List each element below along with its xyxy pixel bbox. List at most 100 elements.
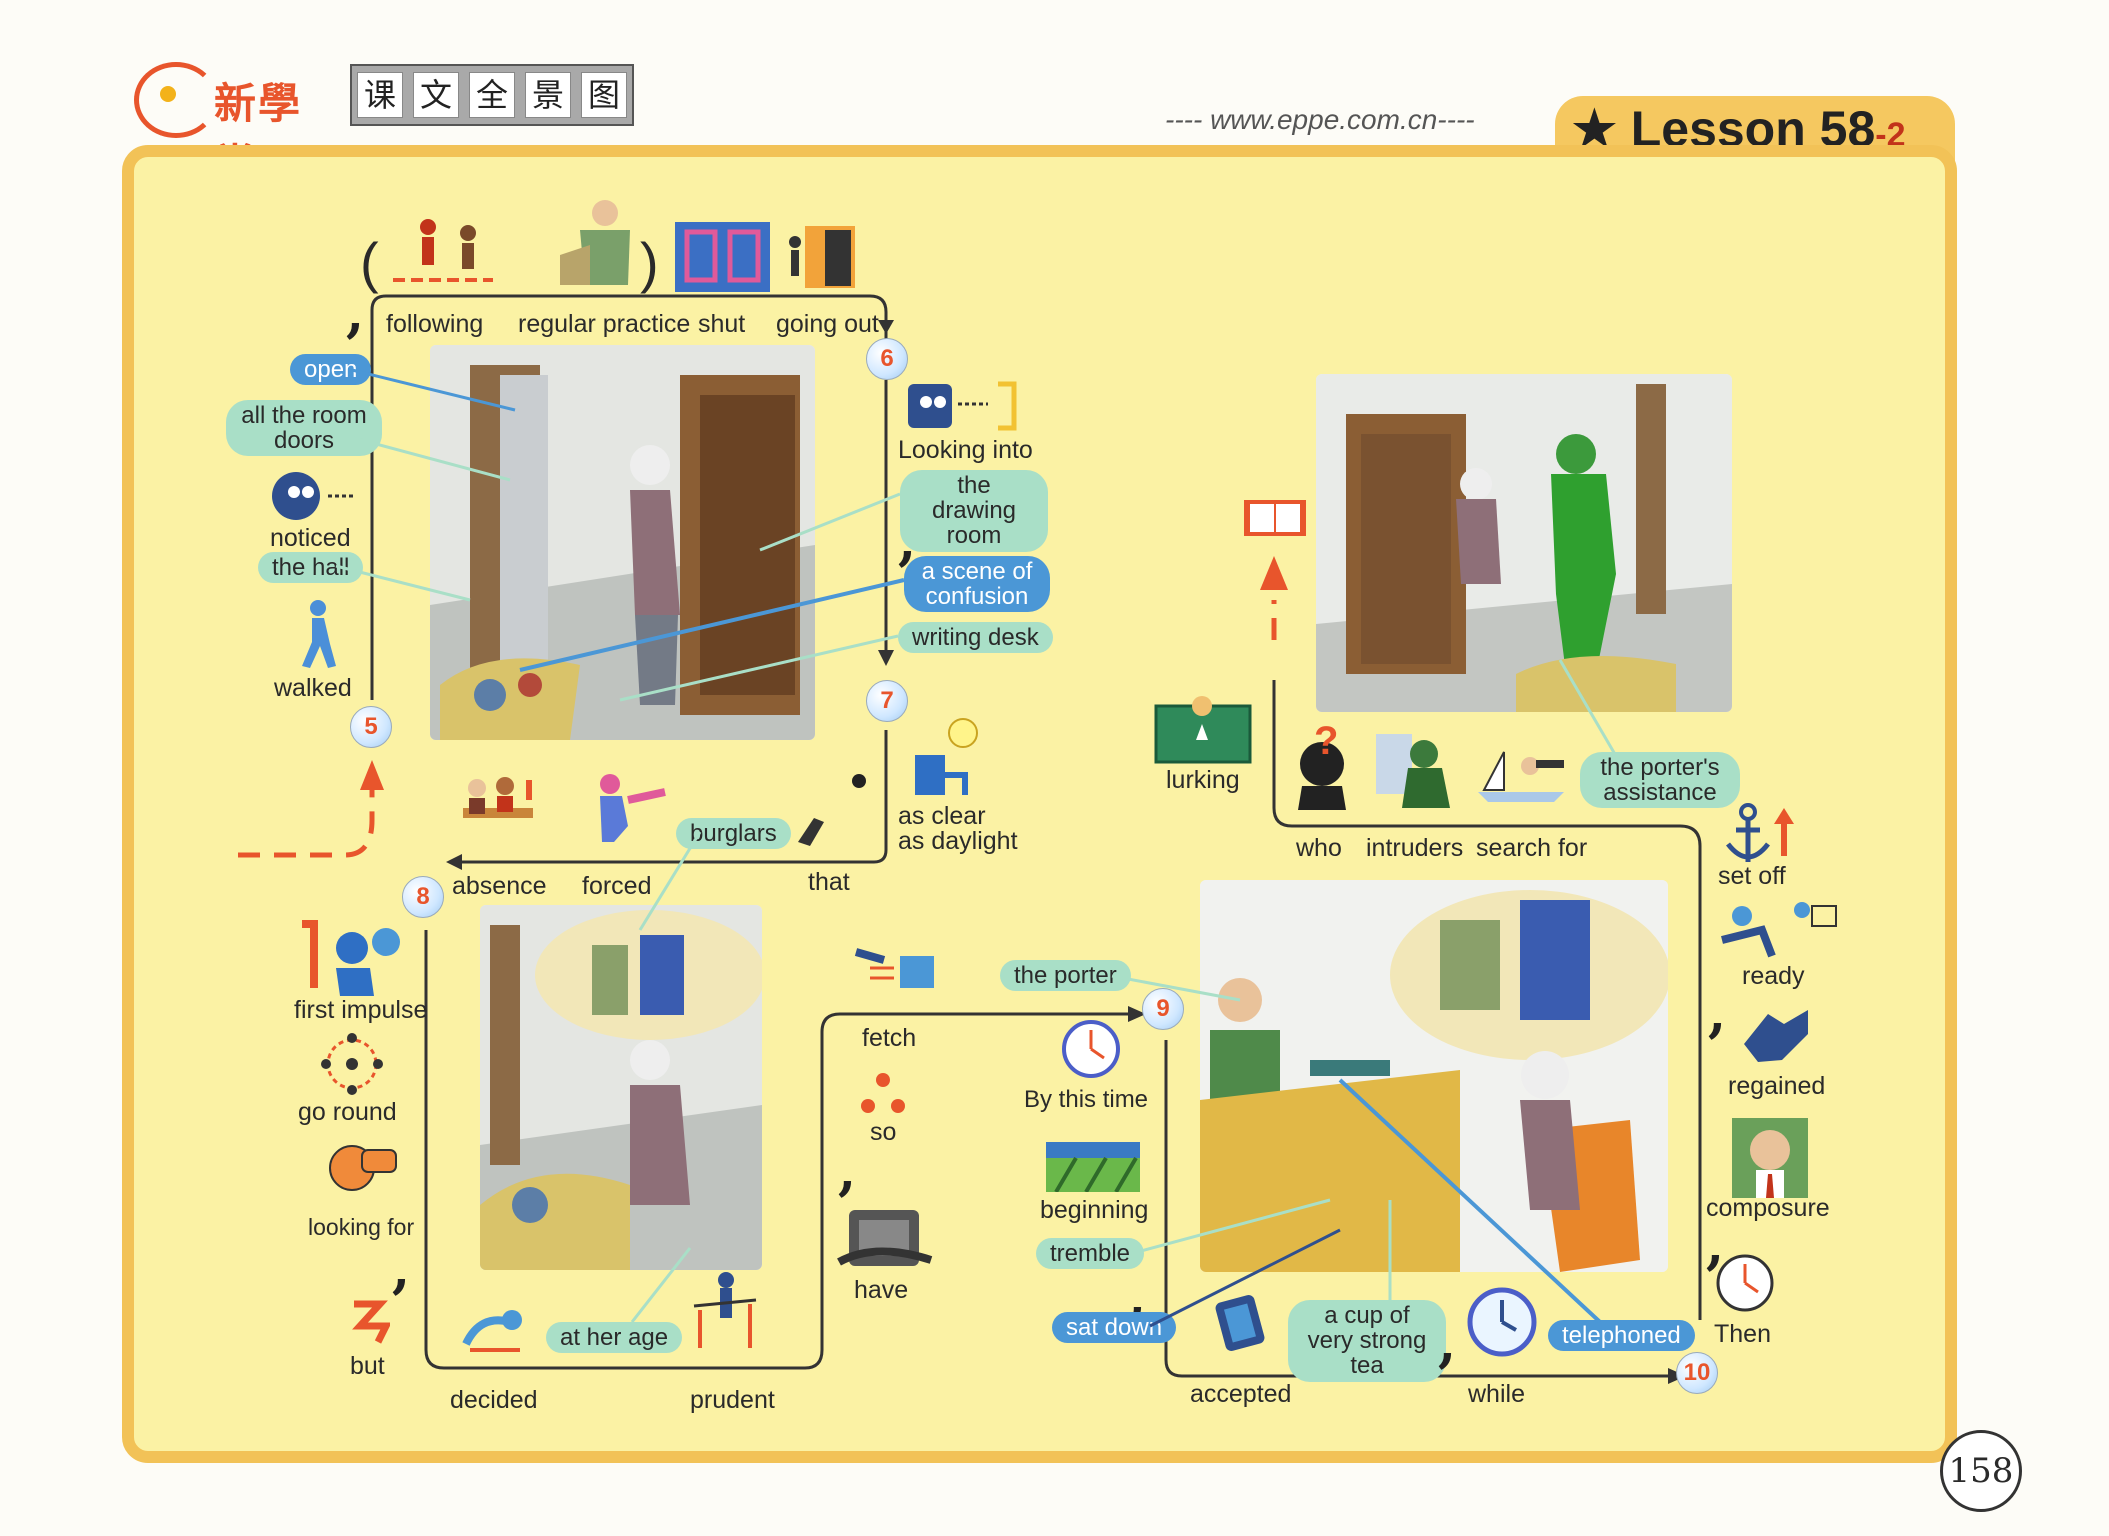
scene3-illustration xyxy=(1200,880,1668,1272)
pill-the-porters-assistance: the porter's assistance xyxy=(1580,752,1740,809)
word-forced: forced xyxy=(582,872,652,900)
pill-the-porter: the porter xyxy=(1000,960,1131,992)
noticed-eye-icon xyxy=(268,470,358,522)
daylight-chair-icon xyxy=(905,715,985,805)
intruders-icon xyxy=(1372,728,1456,810)
pointing-hand-icon xyxy=(794,812,828,848)
marker-6: 6 xyxy=(866,338,908,380)
scene-image-2 xyxy=(480,905,762,1270)
marker-8: 8 xyxy=(402,876,444,918)
word-ready: ready xyxy=(1742,962,1805,990)
pill-a-cup-of-very-strong-tea: a cup of very strong tea xyxy=(1288,1300,1446,1382)
go-round-icon xyxy=(316,1030,388,1098)
pill-sat-down: sat down xyxy=(1052,1312,1177,1344)
book-icon xyxy=(1240,496,1310,540)
scene-image-1 xyxy=(430,345,815,740)
scene1-illustration xyxy=(430,345,815,740)
paren-open: ( xyxy=(360,231,379,294)
comma: , xyxy=(1708,983,1727,1044)
subtitle-char: 图 xyxy=(581,72,627,118)
but-zigzag-icon xyxy=(350,1296,392,1346)
pill-all-the-room-doors: all the room doors xyxy=(226,400,382,457)
going-out-door-icon xyxy=(785,222,860,292)
marker-5: 5 xyxy=(350,706,392,748)
pill-writing-desk: writing desk xyxy=(898,622,1053,654)
comma: , xyxy=(1128,1267,1147,1328)
pill-at-her-age: at her age xyxy=(546,1322,683,1354)
prudent-balance-icon xyxy=(690,1270,760,1350)
word-absence: absence xyxy=(452,872,547,900)
comma: , xyxy=(1706,1215,1725,1276)
dot-icon xyxy=(852,774,866,788)
subtitle-char: 全 xyxy=(469,72,515,118)
so-dots-icon xyxy=(860,1072,906,1118)
marker-10: 10 xyxy=(1676,1352,1718,1394)
word-first-impulse: first impulse xyxy=(294,996,428,1024)
word-shut: shut xyxy=(698,310,746,338)
salute-person-icon xyxy=(550,195,640,290)
pill-tremble: tremble xyxy=(1036,1238,1145,1270)
word-go-round: go round xyxy=(298,1098,397,1126)
regained-hands-icon xyxy=(1738,1004,1814,1068)
word-prudent: prudent xyxy=(690,1386,775,1414)
word-set-off: set off xyxy=(1718,862,1786,890)
shut-door-icon xyxy=(675,222,770,292)
word-as-clear-as-daylight: as clear as daylight xyxy=(898,802,1018,855)
svg-text:?: ? xyxy=(1314,724,1338,763)
word-by-this-time: By this time xyxy=(1024,1086,1149,1113)
logo-dot-icon xyxy=(160,86,176,102)
looking-into-icon xyxy=(902,378,1022,434)
word-regular-practice: regular practice xyxy=(518,310,691,338)
word-accepted: accepted xyxy=(1190,1380,1292,1408)
decided-icon xyxy=(460,1304,530,1360)
header-subtitle-box: 课 文 全 景 图 xyxy=(350,64,634,126)
clock-icon xyxy=(1060,1018,1122,1080)
comma: , xyxy=(392,1239,411,1300)
word-but: but xyxy=(350,1352,385,1380)
set-off-anchor-icon xyxy=(1718,800,1798,870)
page-number: 158 xyxy=(1940,1430,2022,1512)
scene-image-3 xyxy=(1200,880,1668,1272)
lurking-box-icon xyxy=(1150,692,1256,764)
then-clock-icon xyxy=(1714,1252,1776,1314)
word-decided: decided xyxy=(450,1386,538,1414)
following-people-icon xyxy=(388,215,498,285)
scene2-illustration xyxy=(480,905,762,1270)
comma: , xyxy=(898,511,917,572)
comma: , xyxy=(346,283,365,344)
while-clock-icon xyxy=(1466,1286,1538,1358)
who-question-icon: ? xyxy=(1292,719,1352,810)
fetch-basket-icon xyxy=(850,938,940,994)
word-that: that xyxy=(808,868,850,896)
absence-table-icon xyxy=(455,770,545,845)
composure-face-icon xyxy=(1732,1118,1808,1198)
word-intruders: intruders xyxy=(1366,834,1464,862)
word-looking-for: looking for xyxy=(308,1214,415,1240)
marker-7: 7 xyxy=(866,680,908,722)
word-so: so xyxy=(870,1118,897,1146)
word-lurking: lurking xyxy=(1166,766,1240,794)
pill-the-drawing-room: the drawing room xyxy=(900,470,1048,552)
accepted-hands-icon xyxy=(1212,1292,1272,1358)
comma: , xyxy=(838,1141,857,1202)
word-regained: regained xyxy=(1728,1072,1826,1100)
search-telescope-icon xyxy=(1474,742,1570,804)
word-walked: walked xyxy=(274,674,352,702)
word-search-for: search for xyxy=(1476,834,1588,862)
subtitle-char: 景 xyxy=(525,72,571,118)
word-following: following xyxy=(386,310,484,338)
word-have: have xyxy=(854,1276,909,1304)
scene-image-4 xyxy=(1316,374,1732,712)
logo-swirl-icon xyxy=(134,62,218,138)
pill-telephoned: telephoned xyxy=(1548,1320,1695,1352)
pill-burglars: burglars xyxy=(676,818,791,850)
subtitle-char: 文 xyxy=(413,72,459,118)
word-who: who xyxy=(1296,834,1342,862)
word-noticed: noticed xyxy=(270,524,351,552)
marker-9: 9 xyxy=(1142,988,1184,1030)
ready-runner-icon xyxy=(1712,900,1842,964)
subtitle-char: 课 xyxy=(357,72,403,118)
